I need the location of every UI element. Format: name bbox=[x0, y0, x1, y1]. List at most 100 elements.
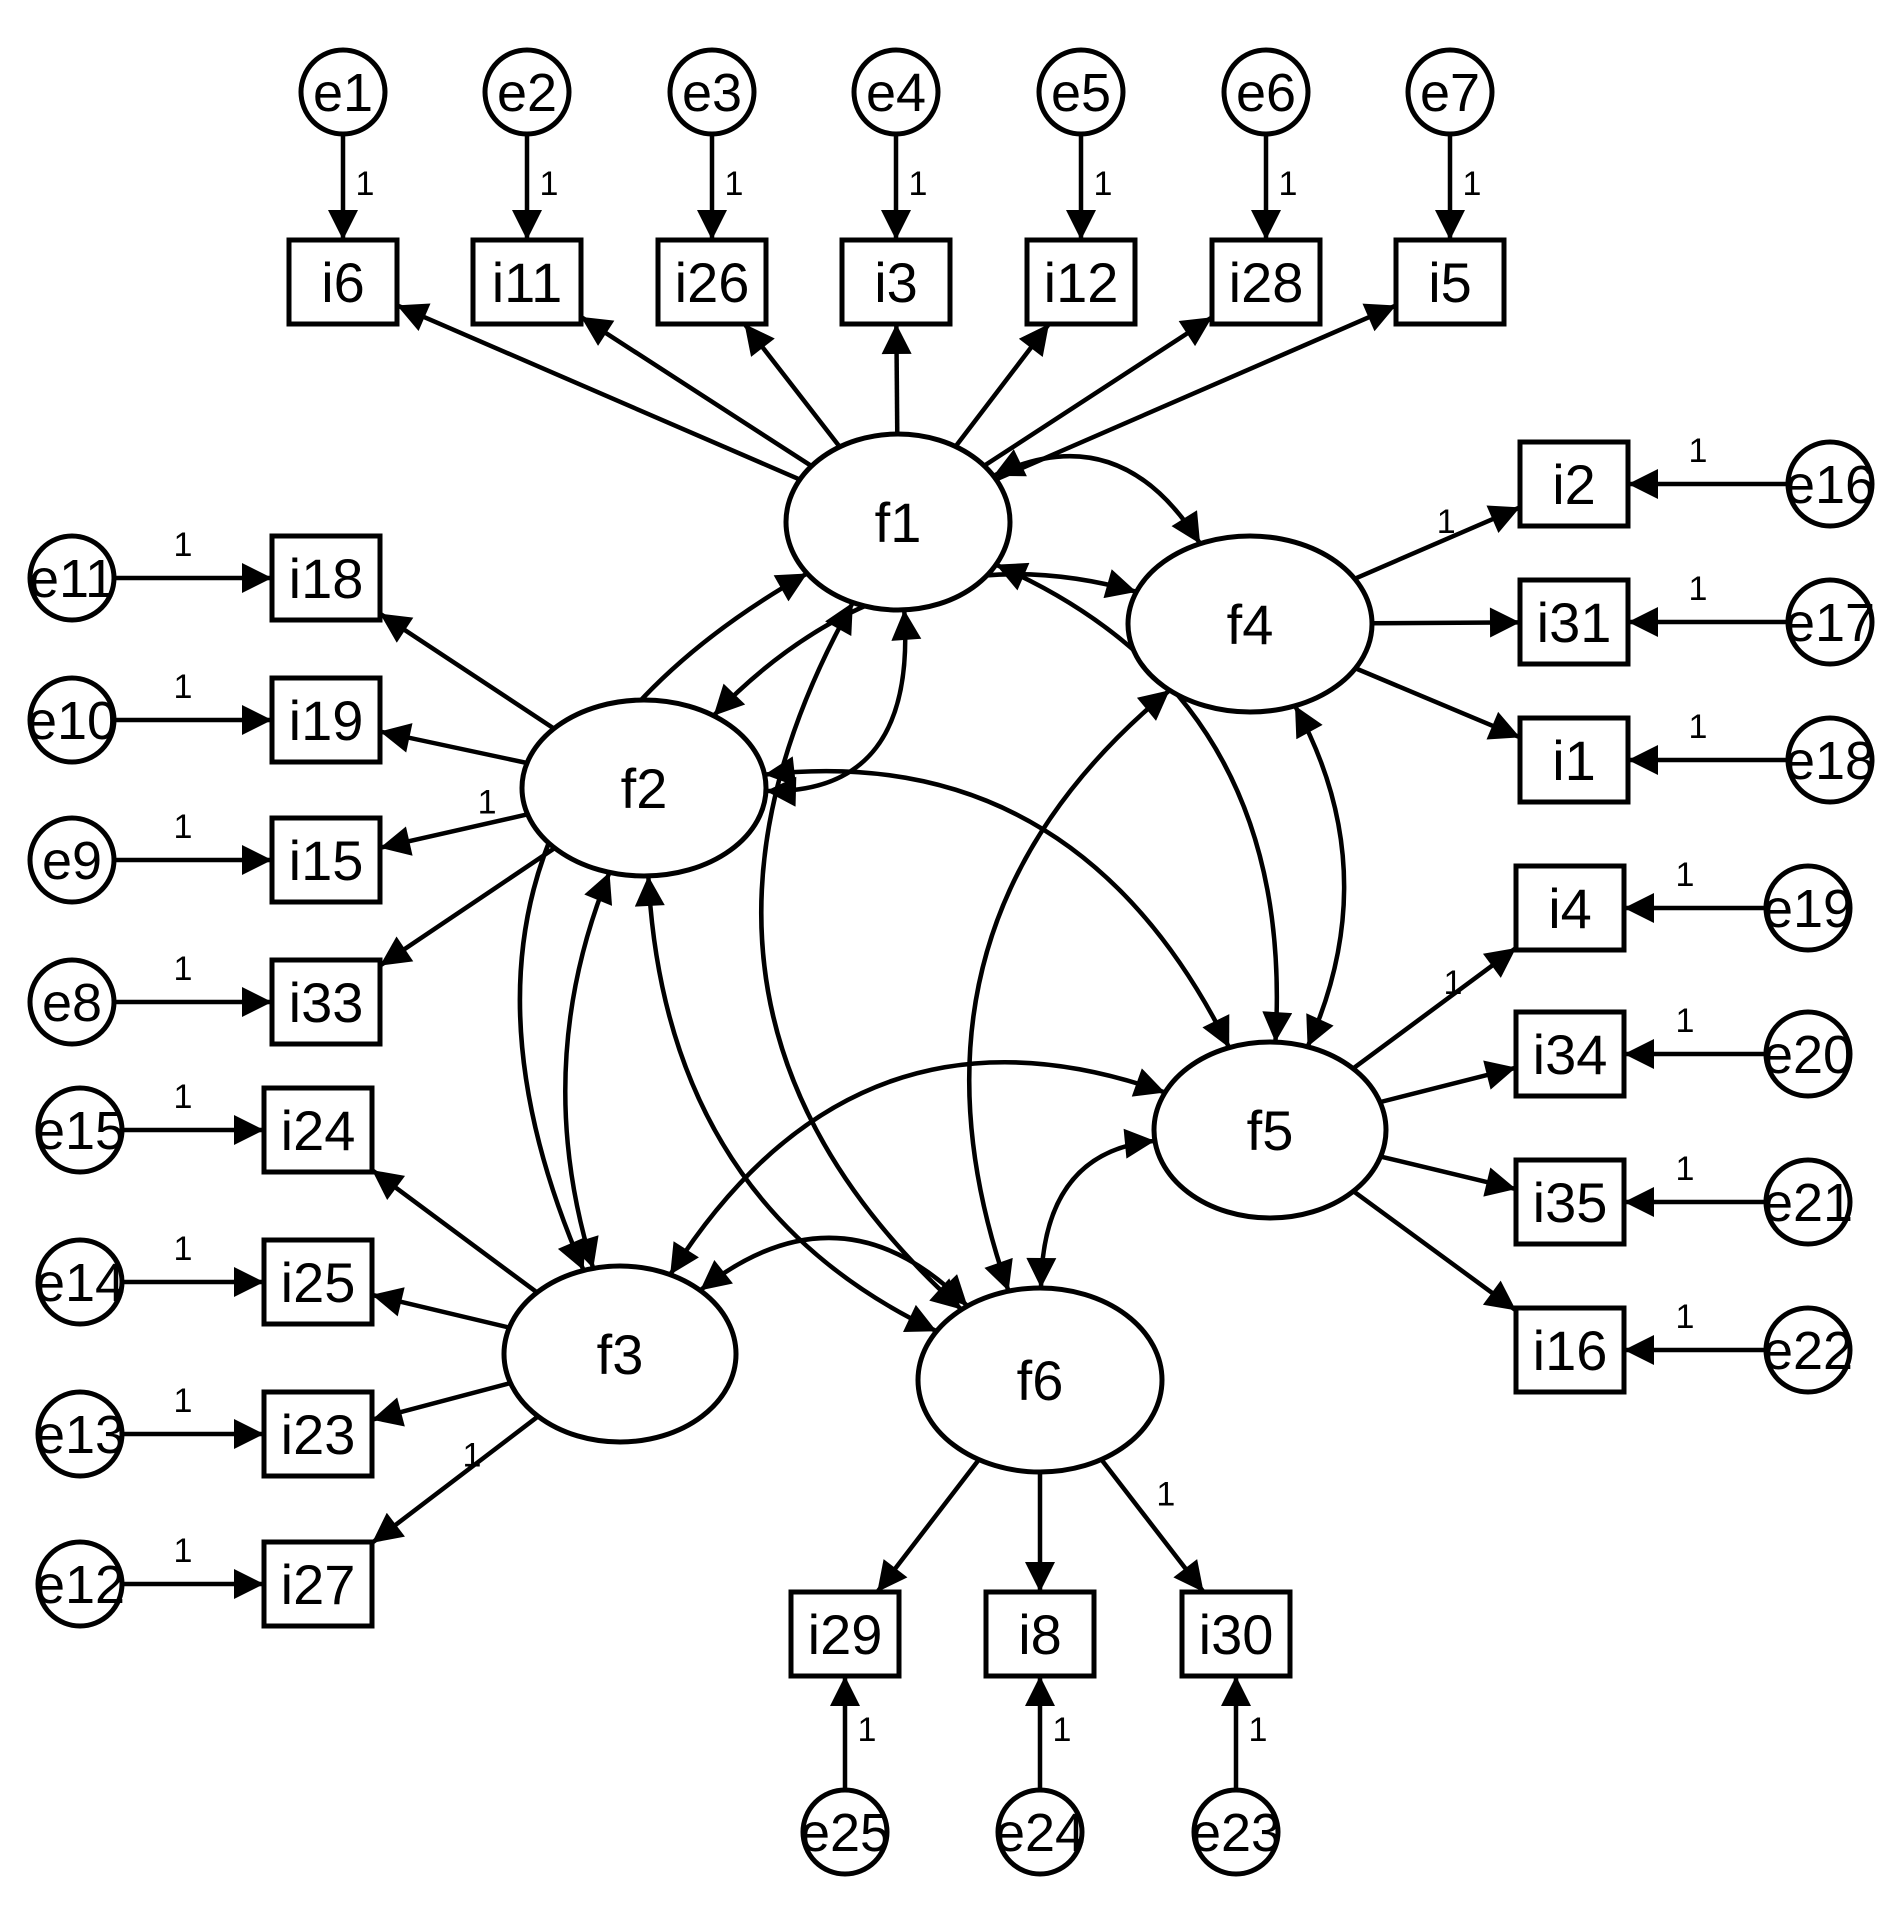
error-label-e7: e7 bbox=[1420, 63, 1480, 123]
error-circle-e1 bbox=[298, 47, 388, 137]
indicator-label-i35: i35 bbox=[1533, 1171, 1608, 1234]
factor-ellipse-f5 bbox=[1151, 1039, 1389, 1221]
error-weight-label-e21: 1 bbox=[1676, 1150, 1695, 1188]
error-label-e23: e23 bbox=[1191, 1803, 1281, 1863]
loading-weight-label-f5-i4: 1 bbox=[1444, 964, 1463, 1002]
error-weight-label-e15: 1 bbox=[174, 1078, 193, 1116]
error-weight-label-e1: 1 bbox=[356, 165, 375, 203]
error-circle-e14 bbox=[35, 1237, 125, 1327]
loading-f3-i23 bbox=[371, 1380, 512, 1427]
error-circle-e13 bbox=[35, 1389, 125, 1479]
error-circle-e18 bbox=[1785, 715, 1875, 805]
error-label-e4: e4 bbox=[866, 63, 926, 123]
error-label-e11: e11 bbox=[29, 549, 115, 609]
error-label-e5: e5 bbox=[1051, 63, 1111, 123]
error-circle-e22 bbox=[1763, 1305, 1853, 1395]
error-label-e18: e18 bbox=[1785, 731, 1875, 791]
error-weight-label-e4: 1 bbox=[909, 165, 928, 203]
indicator-label-i25: i25 bbox=[281, 1251, 356, 1314]
error-circle-e4 bbox=[851, 47, 941, 137]
indicator-box-i18 bbox=[269, 533, 383, 623]
indicator-box-i35 bbox=[1513, 1157, 1627, 1247]
loading-f1-i26 bbox=[742, 322, 842, 449]
indicator-box-i34 bbox=[1513, 1009, 1627, 1099]
error-weight-label-e25: 1 bbox=[858, 1711, 877, 1749]
indicator-box-i31 bbox=[1517, 577, 1631, 667]
error-label-e1: e1 bbox=[313, 63, 373, 123]
loading-f1-i28 bbox=[982, 315, 1214, 468]
factor-ellipse-f6 bbox=[915, 1285, 1165, 1475]
loading-f3-i27 bbox=[370, 1414, 540, 1545]
covariance-f5-f6 bbox=[1026, 1128, 1156, 1289]
error-weight-label-e23: 1 bbox=[1249, 1711, 1268, 1749]
error-weight-label-e24: 1 bbox=[1053, 1711, 1072, 1749]
loading-f3-i24 bbox=[370, 1168, 539, 1295]
indicator-label-i3: i3 bbox=[874, 251, 918, 314]
covariance-f4-f6 bbox=[967, 688, 1172, 1292]
indicator-box-i5 bbox=[1393, 237, 1507, 327]
factor-ellipse-f2 bbox=[519, 697, 769, 879]
error-label-e12: e12 bbox=[35, 1555, 125, 1615]
error-label-e3: e3 bbox=[682, 63, 742, 123]
edges-layer bbox=[114, 134, 1788, 1790]
loading-f4-i1 bbox=[1354, 666, 1521, 740]
error-weight-label-e19: 1 bbox=[1676, 856, 1695, 894]
error-label-e14: e14 bbox=[35, 1253, 125, 1313]
indicator-box-i30 bbox=[1179, 1589, 1293, 1679]
loading-f2-i19 bbox=[379, 723, 528, 766]
error-weight-label-e8: 1 bbox=[174, 950, 193, 988]
covariance-f1-f4 bbox=[992, 449, 1203, 545]
error-circle-e15 bbox=[35, 1085, 125, 1175]
indicator-box-i19 bbox=[269, 675, 383, 765]
factor-label-f2: f2 bbox=[621, 757, 668, 820]
factor-ellipse-f3 bbox=[501, 1263, 739, 1445]
loading-weight-label-f6-i30: 1 bbox=[1156, 1476, 1175, 1514]
loading-weight-label-f2-i15: 1 bbox=[478, 784, 497, 822]
error-circle-e24 bbox=[995, 1787, 1085, 1877]
error-label-e21: e21 bbox=[1763, 1173, 1853, 1233]
error-weight-label-e6: 1 bbox=[1279, 165, 1298, 203]
error-label-e9: e9 bbox=[42, 831, 102, 891]
covariance-f2-f5 bbox=[764, 756, 1232, 1049]
indicator-box-i26 bbox=[655, 237, 769, 327]
factor-label-f4: f4 bbox=[1227, 593, 1274, 656]
indicator-label-i11: i11 bbox=[492, 251, 563, 314]
nodes-layer: f1f2f3f4f5f6i6e1i11e2i26e3i3e4i12e5i28e6… bbox=[27, 47, 1875, 1877]
error-weight-label-e10: 1 bbox=[174, 668, 193, 706]
indicator-box-i12 bbox=[1024, 237, 1138, 327]
error-label-e13: e13 bbox=[35, 1405, 125, 1465]
loading-f5-i4 bbox=[1351, 946, 1518, 1071]
error-weight-label-e2: 1 bbox=[540, 165, 559, 203]
loading-f5-i16 bbox=[1352, 1189, 1518, 1313]
loading-f6-i29 bbox=[875, 1458, 981, 1594]
error-circle-e5 bbox=[1036, 47, 1126, 137]
indicator-label-i23: i23 bbox=[281, 1403, 356, 1466]
indicator-box-i23 bbox=[261, 1389, 375, 1479]
error-circle-e2 bbox=[482, 47, 572, 137]
error-label-e17: e17 bbox=[1785, 593, 1875, 653]
error-label-e2: e2 bbox=[497, 63, 557, 123]
indicator-box-i16 bbox=[1513, 1305, 1627, 1395]
indicator-label-i26: i26 bbox=[675, 251, 750, 314]
error-weight-label-e11: 1 bbox=[174, 526, 193, 564]
error-weight-label-e20: 1 bbox=[1676, 1002, 1695, 1040]
error-weight-label-e12: 1 bbox=[174, 1532, 193, 1570]
loading-weight-label-f3-i27: 1 bbox=[462, 1437, 481, 1475]
error-circle-e9 bbox=[27, 815, 117, 905]
loading-f4-i2 bbox=[1353, 505, 1521, 581]
error-circle-e3 bbox=[667, 47, 757, 137]
error-circle-e25 bbox=[800, 1787, 890, 1877]
indicator-label-i16: i16 bbox=[1533, 1319, 1608, 1382]
error-circle-e23 bbox=[1191, 1787, 1281, 1877]
factor-ellipse-f4 bbox=[1125, 533, 1375, 715]
indicator-box-i24 bbox=[261, 1085, 375, 1175]
covariance-f3-f6 bbox=[698, 1235, 970, 1308]
indicator-label-i34: i34 bbox=[1533, 1023, 1608, 1086]
indicator-box-i29 bbox=[788, 1589, 902, 1679]
loading-f2-i15 bbox=[379, 812, 529, 856]
loading-f1-i12 bbox=[953, 322, 1051, 448]
indicator-label-i24: i24 bbox=[281, 1099, 356, 1162]
error-label-e8: e8 bbox=[42, 973, 102, 1033]
